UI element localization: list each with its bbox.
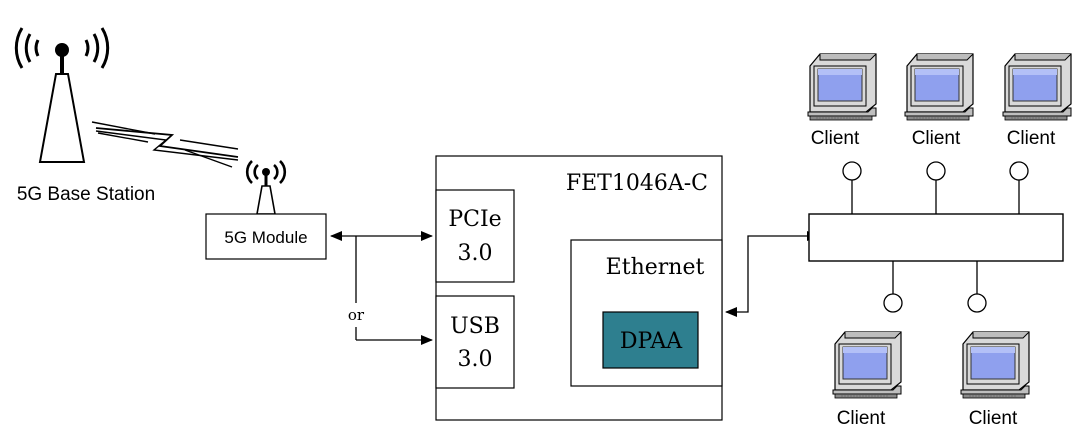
base-station-icon xyxy=(14,27,110,163)
client-computer-icon xyxy=(904,53,974,121)
ethernet-label: Ethernet xyxy=(606,255,705,280)
or-label: or xyxy=(348,306,365,324)
pcie-label-line1: PCIe xyxy=(448,207,501,232)
module-antenna-icon xyxy=(245,160,287,215)
usb-box xyxy=(435,295,515,389)
client-label: Client xyxy=(811,128,860,149)
client-computer-icon xyxy=(960,331,1030,399)
dpaa-box xyxy=(602,311,699,369)
client-computer-icon xyxy=(807,53,877,121)
client-computer-icon xyxy=(832,331,902,399)
usb-label-line2: 3.0 xyxy=(458,347,493,372)
usb-label-line1: USB xyxy=(450,314,500,339)
pcie-box xyxy=(435,189,515,283)
module-label: 5G Module xyxy=(224,228,307,247)
switch-taps-bottom xyxy=(883,261,987,313)
board-title: FET1046A-C xyxy=(566,171,708,196)
base-station-label: 5G Base Station xyxy=(17,184,155,205)
client-computer-icon xyxy=(1002,53,1072,121)
module-box xyxy=(205,213,327,260)
client-label: Client xyxy=(912,128,961,149)
pcie-label-line2: 3.0 xyxy=(458,241,493,266)
dpaa-label: DPAA xyxy=(620,329,683,354)
wireless-link-icon xyxy=(91,121,239,168)
client-label: Client xyxy=(969,408,1018,429)
client-label: Client xyxy=(837,408,886,429)
switch-taps-top xyxy=(842,161,1029,214)
module-connector xyxy=(330,231,433,345)
switch-box xyxy=(808,213,1064,262)
client-label: Client xyxy=(1007,128,1056,149)
ethernet-connector xyxy=(725,231,819,317)
